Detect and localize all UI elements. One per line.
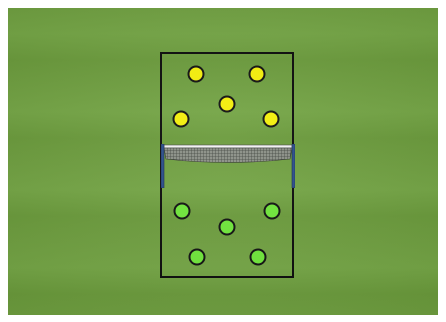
net-top-band bbox=[164, 145, 292, 148]
player-bottom-1[interactable] bbox=[174, 203, 191, 220]
grass-field bbox=[8, 8, 438, 315]
player-top-2[interactable] bbox=[249, 66, 266, 83]
player-bottom-2[interactable] bbox=[264, 203, 281, 220]
player-top-5[interactable] bbox=[263, 111, 280, 128]
player-top-3[interactable] bbox=[219, 96, 236, 113]
player-bottom-4[interactable] bbox=[189, 249, 206, 266]
player-top-1[interactable] bbox=[188, 66, 205, 83]
net-post-left bbox=[161, 144, 164, 188]
volleyball-net bbox=[161, 144, 295, 188]
player-bottom-3[interactable] bbox=[219, 219, 236, 236]
net-post-right bbox=[292, 144, 295, 188]
player-top-4[interactable] bbox=[173, 111, 190, 128]
net-mesh bbox=[164, 148, 292, 163]
player-bottom-5[interactable] bbox=[250, 249, 267, 266]
